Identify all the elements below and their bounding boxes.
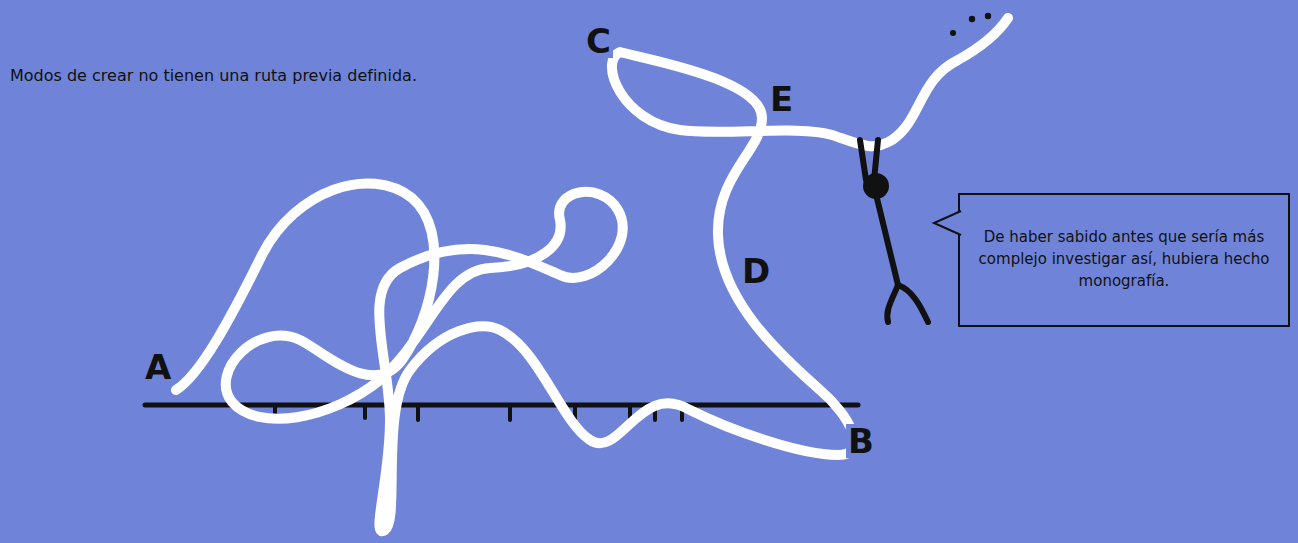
point-letter: C — [584, 24, 613, 58]
axis-line — [145, 403, 858, 408]
stick-figure — [860, 140, 928, 322]
speech-bubble: De haber sabido antes que sería más comp… — [958, 193, 1290, 327]
point-letter: A — [143, 350, 173, 384]
point-letter: D — [740, 254, 772, 288]
speech-text: De haber sabido antes que sería más comp… — [978, 227, 1270, 292]
bubble-tail — [931, 207, 961, 241]
point-letter: E — [768, 82, 795, 116]
tangled-path — [176, 18, 1008, 531]
point-letter: B — [846, 424, 876, 458]
ellipsis-dots — [950, 13, 991, 36]
note-text: Modos de crear no tienen una ruta previa… — [10, 66, 417, 85]
